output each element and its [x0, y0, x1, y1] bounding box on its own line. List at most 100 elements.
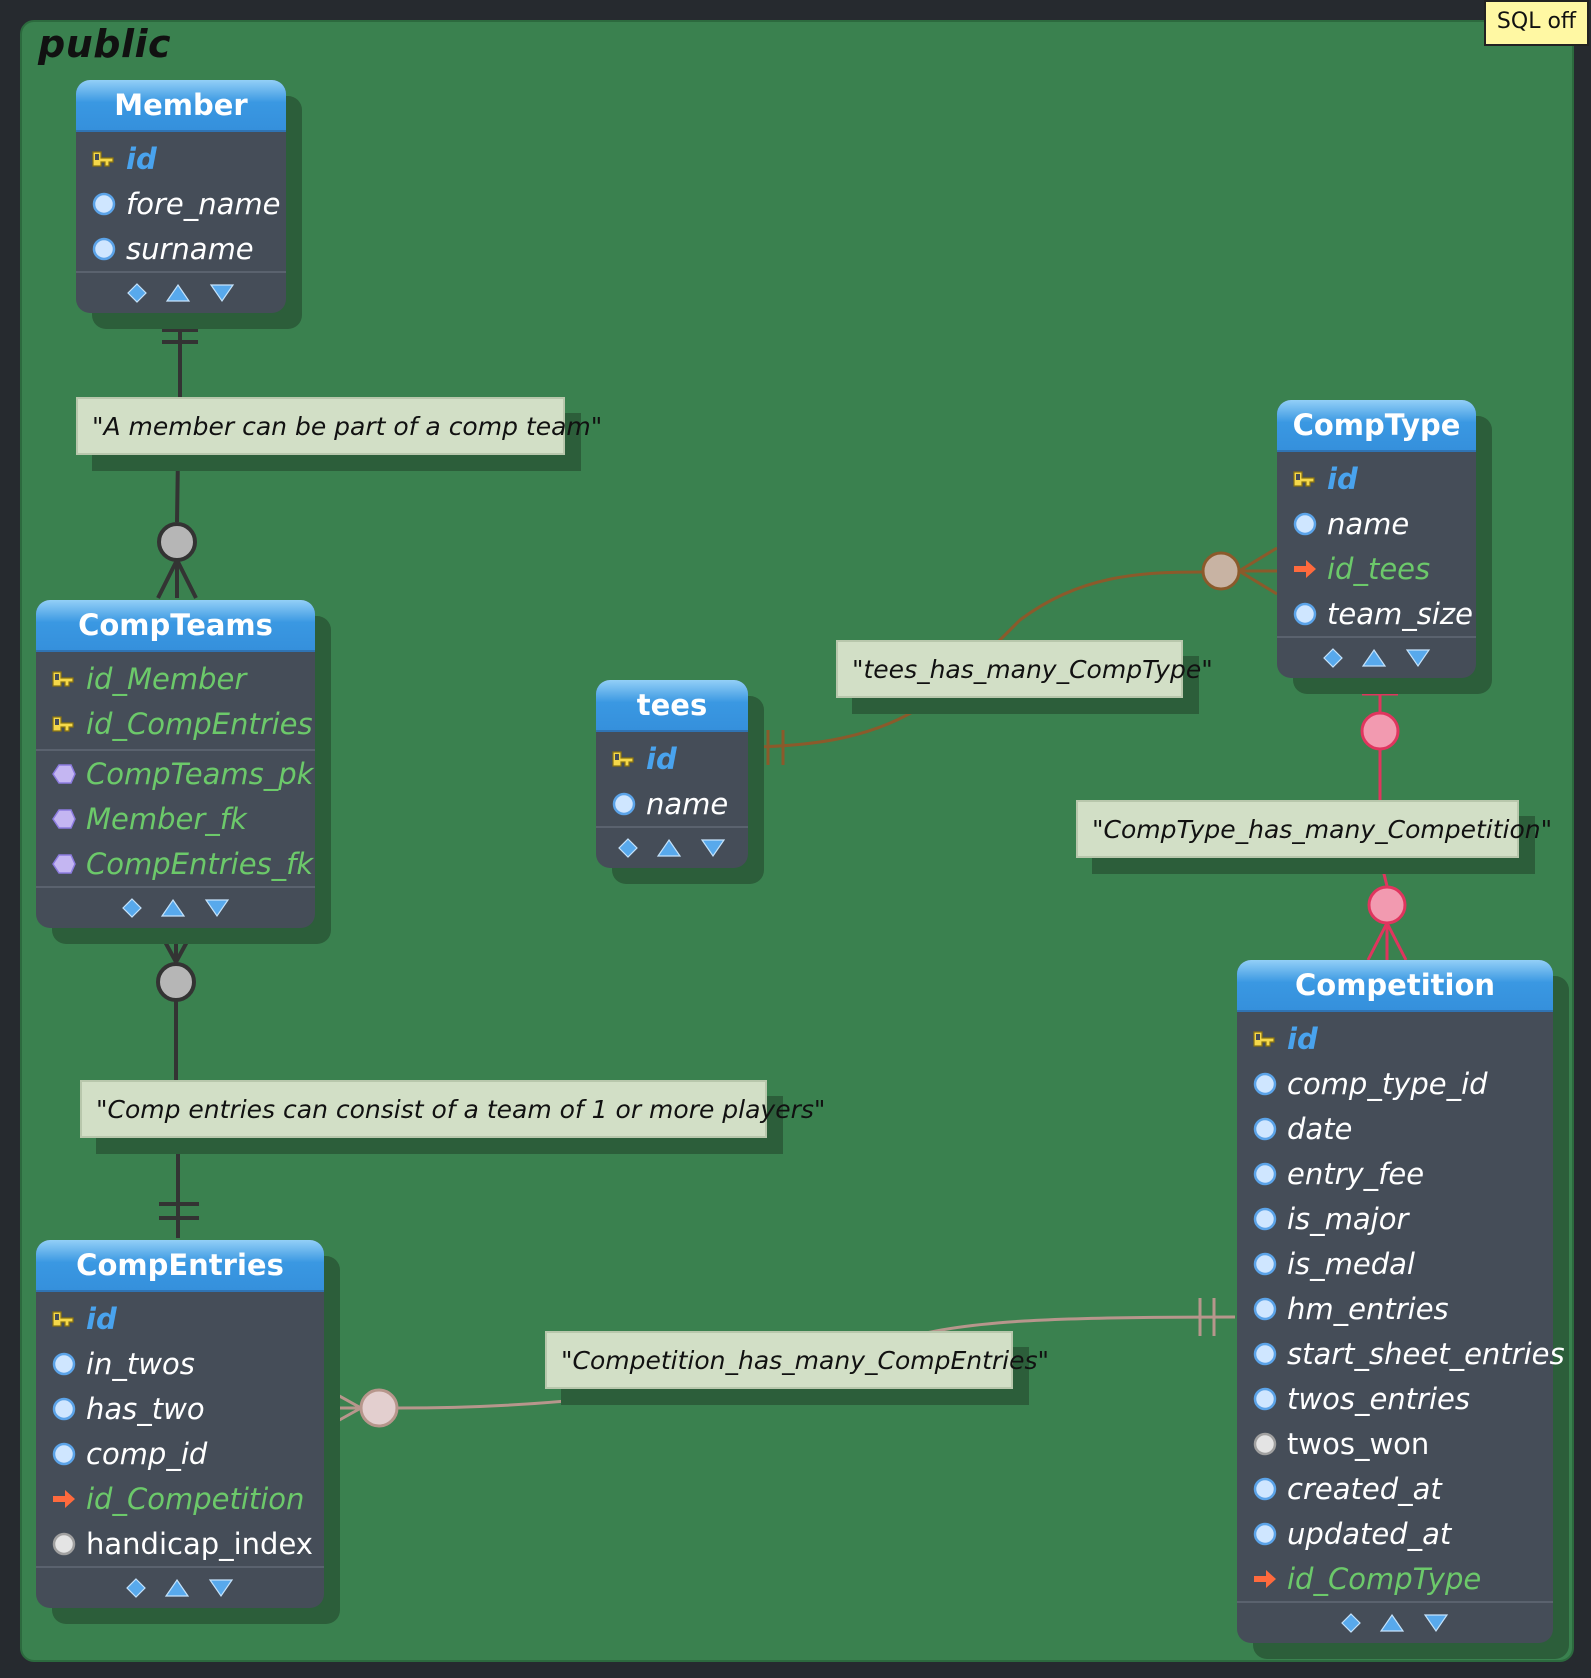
move-down-icon[interactable]: [208, 1578, 234, 1598]
column-name: id: [1327, 461, 1358, 496]
column-icon: [50, 1350, 78, 1378]
column-row[interactable]: id_tees: [1277, 546, 1476, 591]
column-icon: [90, 235, 118, 263]
move-down-icon[interactable]: [1423, 1613, 1449, 1633]
column-name: surname: [126, 231, 254, 266]
column-name: id_Member: [86, 661, 247, 696]
column-row[interactable]: created_at: [1237, 1466, 1553, 1511]
column-row[interactable]: updated_at: [1237, 1511, 1553, 1556]
move-up-icon[interactable]: [656, 838, 682, 858]
sql-toggle-button[interactable]: SQL off: [1484, 0, 1589, 46]
index-separator: [36, 749, 315, 751]
column-row[interactable]: id: [36, 1296, 324, 1341]
column-name: comp_type_id: [1287, 1066, 1488, 1101]
column-row[interactable]: id_Competition: [36, 1476, 324, 1521]
column-row[interactable]: id_CompEntries: [36, 701, 315, 746]
column-name: id: [646, 741, 677, 776]
move-down-icon[interactable]: [209, 283, 235, 303]
column-row[interactable]: name: [1277, 501, 1476, 546]
column-icon: [610, 790, 638, 818]
optional-marker: [1367, 885, 1407, 925]
column-row[interactable]: is_major: [1237, 1196, 1553, 1241]
column-row[interactable]: id: [1277, 456, 1476, 501]
entity-title: CompTeams: [36, 600, 315, 652]
column-name: entry_fee: [1287, 1156, 1425, 1191]
entity-footer: [1277, 636, 1476, 678]
column-name: name: [646, 786, 729, 821]
column-row[interactable]: comp_type_id: [1237, 1061, 1553, 1106]
move-up-icon[interactable]: [1379, 1613, 1405, 1633]
entity-title: tees: [596, 680, 748, 732]
index-icon: [50, 850, 78, 878]
relationship-note[interactable]: "A member can be part of a comp team": [76, 397, 602, 455]
column-name: twos_entries: [1287, 1381, 1470, 1416]
column-row[interactable]: fore_name: [76, 181, 286, 226]
entity-member[interactable]: Member id fore_name surname: [76, 80, 286, 313]
column-row[interactable]: name: [596, 781, 748, 826]
column-row[interactable]: handicap_index: [36, 1521, 324, 1566]
column-row[interactable]: twos_won: [1237, 1421, 1553, 1466]
column-row[interactable]: id: [76, 136, 286, 181]
diamond-icon[interactable]: [121, 898, 142, 918]
relationship-line: [749, 570, 1204, 749]
optional-marker: [156, 962, 196, 1002]
entity-tees[interactable]: tees id name: [596, 680, 748, 868]
column-row[interactable]: entry_fee: [1237, 1151, 1553, 1196]
column-row[interactable]: id: [596, 736, 748, 781]
column-row[interactable]: date: [1237, 1106, 1553, 1151]
column-name: is_medal: [1287, 1246, 1415, 1281]
column-name: id: [126, 141, 157, 176]
column-row[interactable]: has_two: [36, 1386, 324, 1431]
move-down-icon[interactable]: [1405, 648, 1431, 668]
diamond-icon[interactable]: [1341, 1613, 1361, 1633]
column-name: hm_entries: [1287, 1291, 1449, 1326]
move-up-icon[interactable]: [160, 898, 186, 918]
column-row[interactable]: start_sheet_entries: [1237, 1331, 1565, 1376]
diamond-icon[interactable]: [1322, 648, 1343, 668]
diamond-icon[interactable]: [618, 838, 638, 858]
optional-marker: [1201, 551, 1241, 591]
index-name: CompTeams_pk: [86, 756, 314, 791]
column-name: twos_won: [1287, 1426, 1430, 1461]
move-up-icon[interactable]: [1361, 648, 1387, 668]
move-down-icon[interactable]: [204, 898, 230, 918]
relationship-note[interactable]: "Comp entries can consist of a team of 1…: [80, 1080, 825, 1138]
column-row[interactable]: surname: [76, 226, 286, 271]
schema-name: public: [38, 22, 172, 66]
move-up-icon[interactable]: [164, 1578, 190, 1598]
primary-key-icon: [1291, 465, 1319, 493]
column-row[interactable]: id: [1237, 1016, 1553, 1061]
many-marker: [1238, 546, 1278, 596]
relationship-note[interactable]: "Competition_has_many_CompEntries": [545, 1331, 1049, 1389]
column-row[interactable]: in_twos: [36, 1341, 324, 1386]
column-icon: [1251, 1070, 1279, 1098]
column-row[interactable]: is_medal: [1237, 1241, 1553, 1286]
column-name: id_CompType: [1287, 1561, 1482, 1596]
move-up-icon[interactable]: [165, 283, 191, 303]
entity-footer: [1237, 1601, 1553, 1643]
index-row[interactable]: CompTeams_pk: [36, 751, 315, 796]
entity-compteams[interactable]: CompTeams id_Member id_CompEntries CompT…: [36, 600, 315, 928]
relationship-note[interactable]: "CompType_has_many_Competition": [1076, 800, 1552, 858]
column-icon: [50, 1440, 78, 1468]
column-row[interactable]: comp_id: [36, 1431, 324, 1476]
optional-marker: [1360, 711, 1400, 751]
entity-competition[interactable]: Competition id comp_type_id date entry_f…: [1237, 960, 1565, 1643]
entity-compentries[interactable]: CompEntries id in_twos has_two comp_id i…: [36, 1240, 324, 1608]
column-row[interactable]: team_size: [1277, 591, 1476, 636]
diamond-icon[interactable]: [127, 283, 147, 303]
column-name: in_twos: [86, 1346, 195, 1381]
index-row[interactable]: CompEntries_fk: [36, 841, 315, 886]
diamond-icon[interactable]: [126, 1578, 146, 1598]
entity-title: CompEntries: [36, 1240, 324, 1292]
primary-key-icon: [50, 710, 78, 738]
move-down-icon[interactable]: [700, 838, 726, 858]
relationship-note[interactable]: "tees_has_many_CompType": [836, 640, 1213, 698]
column-row[interactable]: twos_entries: [1237, 1376, 1553, 1421]
entity-title: Member: [76, 80, 286, 132]
column-row[interactable]: id_CompType: [1237, 1556, 1553, 1601]
entity-comptype[interactable]: CompType id name id_tees team_size: [1277, 400, 1476, 678]
index-row[interactable]: Member_fk: [36, 796, 315, 841]
column-row[interactable]: id_Member: [36, 656, 315, 701]
column-row[interactable]: hm_entries: [1237, 1286, 1553, 1331]
